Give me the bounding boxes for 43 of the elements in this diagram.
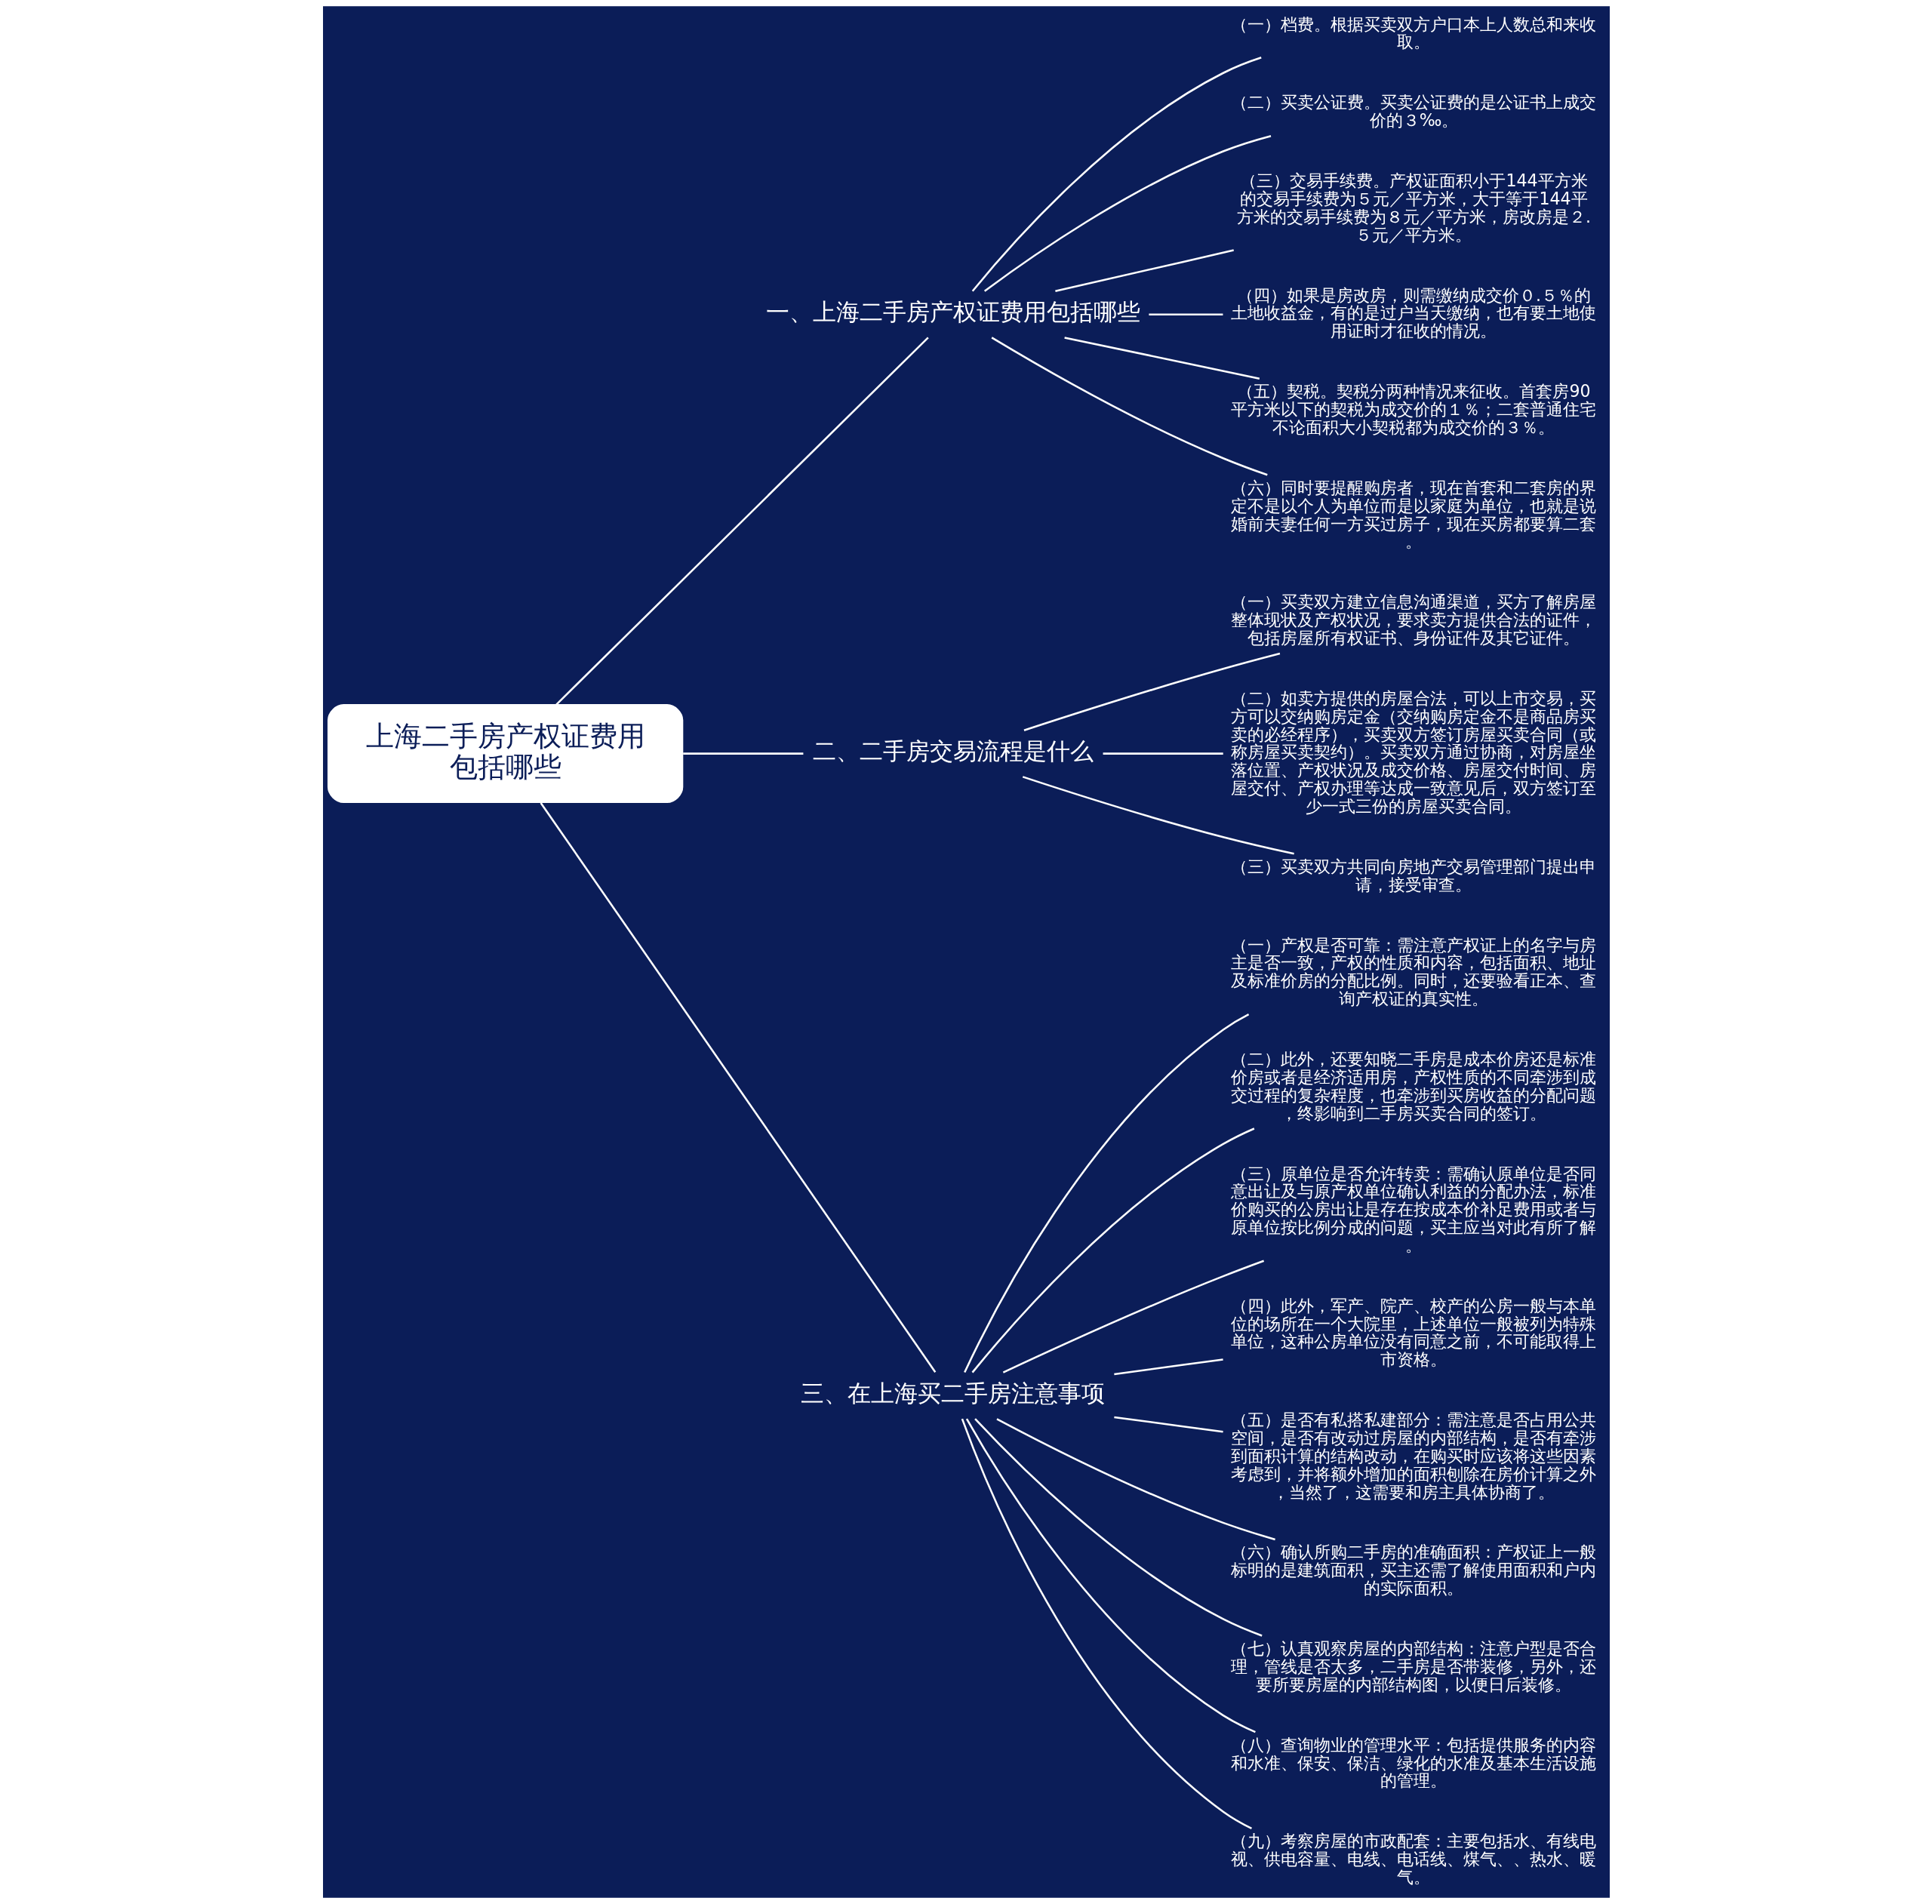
node-text: （一）买卖双方建立信息沟通渠道，买方了解房屋整体现状及产权状况，要求卖方提供合法的证件，包括房屋所有权证书、身份证件及其它证件。: [1231, 592, 1597, 647]
node-text: 一、上海二手房产权证费用包括哪些: [765, 299, 1140, 326]
node-text: （二）如卖方提供的房屋合法，可以上市交易，买方可以交纳购房定金（交纳购房定金不是商品房买卖的必经程序），买卖双方签订房屋买卖合同（或称房屋买卖契约）。买卖双方通过协商，对房屋坐落位置、产权状况及成交价格、房屋交付时间、房屋交付、产权办理等达成一致意见后，双方签订至少一式三份的房屋买卖合同。: [1231, 687, 1597, 816]
connector: [1148, 313, 1223, 315]
node-text: （一）档费。根据买卖双方户口本上人数总和来收取。: [1231, 14, 1597, 52]
node-text: （六）确认所购二手房的准确面积：产权证上一般标明的是建筑面积，买主还需了解使用面积和户内的实际面积。: [1231, 1542, 1597, 1598]
node-text: （四）此外，军产、院产、校产的公房一般与本单位的场所在一个大院里，上述单位一般被列为特殊单位，这种公房单位没有同意之前，不可能取得上市资格。: [1231, 1295, 1597, 1370]
node-text: （四）如果是房改房，则需缴纳成交价０.５％的土地收益金，有的是过户当天缴纳，也有要土地使用证时才征收的情况。: [1231, 285, 1597, 341]
connector: [1063, 337, 1260, 380]
node-box: 上海二手房产权证费用包括哪些: [327, 704, 683, 804]
connector: [974, 1418, 1263, 1637]
node-text: （二）此外，还要知晓二手房是成本价房还是标准价房或者是经济适用房，产权性质的不同牵涉到成交过程的复杂程度，也牵涉到买房收益的分配问题，终影响到二手房买卖合同的签订。: [1231, 1049, 1597, 1123]
node-text: （七）认真观察房屋的内部结构：注意户型是否合理，管线是否太多，二手房是否带装修，另外，还要所要房屋的内部结构图，以便日后装修。: [1231, 1638, 1597, 1694]
connector: [1023, 652, 1280, 731]
node-text: （三）交易手续费。产权证面积小于144平方米的交易手续费为５元／平方米，大于等于144平方米的交易手续费为８元／平方米，房改房是２.５元／平方米。: [1236, 171, 1591, 245]
connector: [961, 1418, 1252, 1829]
connector: [965, 1418, 1256, 1733]
connector: [1002, 1260, 1264, 1373]
connector: [540, 802, 936, 1373]
connector: [1022, 776, 1294, 855]
node-text: （三）原单位是否允许转卖：需确认原单位是否同意出让及与原产权单位确认利益的分配办法，标准价购买的公房出让是存在按成本价补足费用或者与原单位按比例分成的问题，买主应当对此有所了解。: [1231, 1163, 1597, 1255]
connector: [991, 337, 1268, 476]
node-text: 三、在上海买二手房注意事项: [800, 1380, 1105, 1407]
connector: [682, 752, 803, 755]
node-text: （三）买卖双方共同向房地产交易管理部门提出申请，接受审查。: [1231, 856, 1597, 894]
connector: [1103, 752, 1223, 755]
connector: [971, 1127, 1254, 1373]
connector: [995, 1418, 1275, 1541]
connector: [963, 1014, 1249, 1373]
node-text: （八）查询物业的管理水平：包括提供服务的内容和水准、保安、保洁、绿化的水准及基本生活设施的管理。: [1231, 1734, 1597, 1791]
connector: [983, 135, 1271, 292]
node-text: （九）考察房屋的市政配套：主要包括水、有线电视、供电容量、电线、电话线、煤气、、热水、暖气。: [1231, 1831, 1597, 1887]
node-text: （一）产权是否可靠：需注意产权证上的名字与房主是否一致，产权的性质和内容，包括面积、地址及标准价房的分配比例。同时，还要验看正本、查询产权证的真实性。: [1231, 934, 1597, 1009]
connector: [1113, 1416, 1223, 1433]
node-text: （五）契税。契税分两种情况来征收。首套房90平方米以下的契税为成交价的１％；二套普通住宅不论面积大小契税都为成交价的３％。: [1231, 381, 1597, 437]
connector: [971, 57, 1262, 292]
node-text: 二、二手房交易流程是什么: [812, 738, 1094, 765]
node-text: （五）是否有私搭私建部分：需注意是否占用公共空间，是否有改动过房屋的内部结构，是否有牵涉到面积计算的结构改动，在购买时应该将这些因素考虑到，并将额外增加的面积刨除在房价计算之外，当然了，这需要和房主具体协商了。: [1231, 1410, 1597, 1502]
connector: [1054, 249, 1234, 293]
node-text: （六）同时要提醒购房者，现在首套和二套房的界定不是以个人为单位而是以家庭为单位，也就是说婚前夫妻任何一方买过房子，现在买房都要算二套。: [1231, 477, 1597, 552]
connector: [555, 337, 929, 706]
connector: [1113, 1358, 1223, 1376]
node-text: （二）买卖公证费。买卖公证费的是公证书上成交价的３‰。: [1231, 92, 1597, 131]
